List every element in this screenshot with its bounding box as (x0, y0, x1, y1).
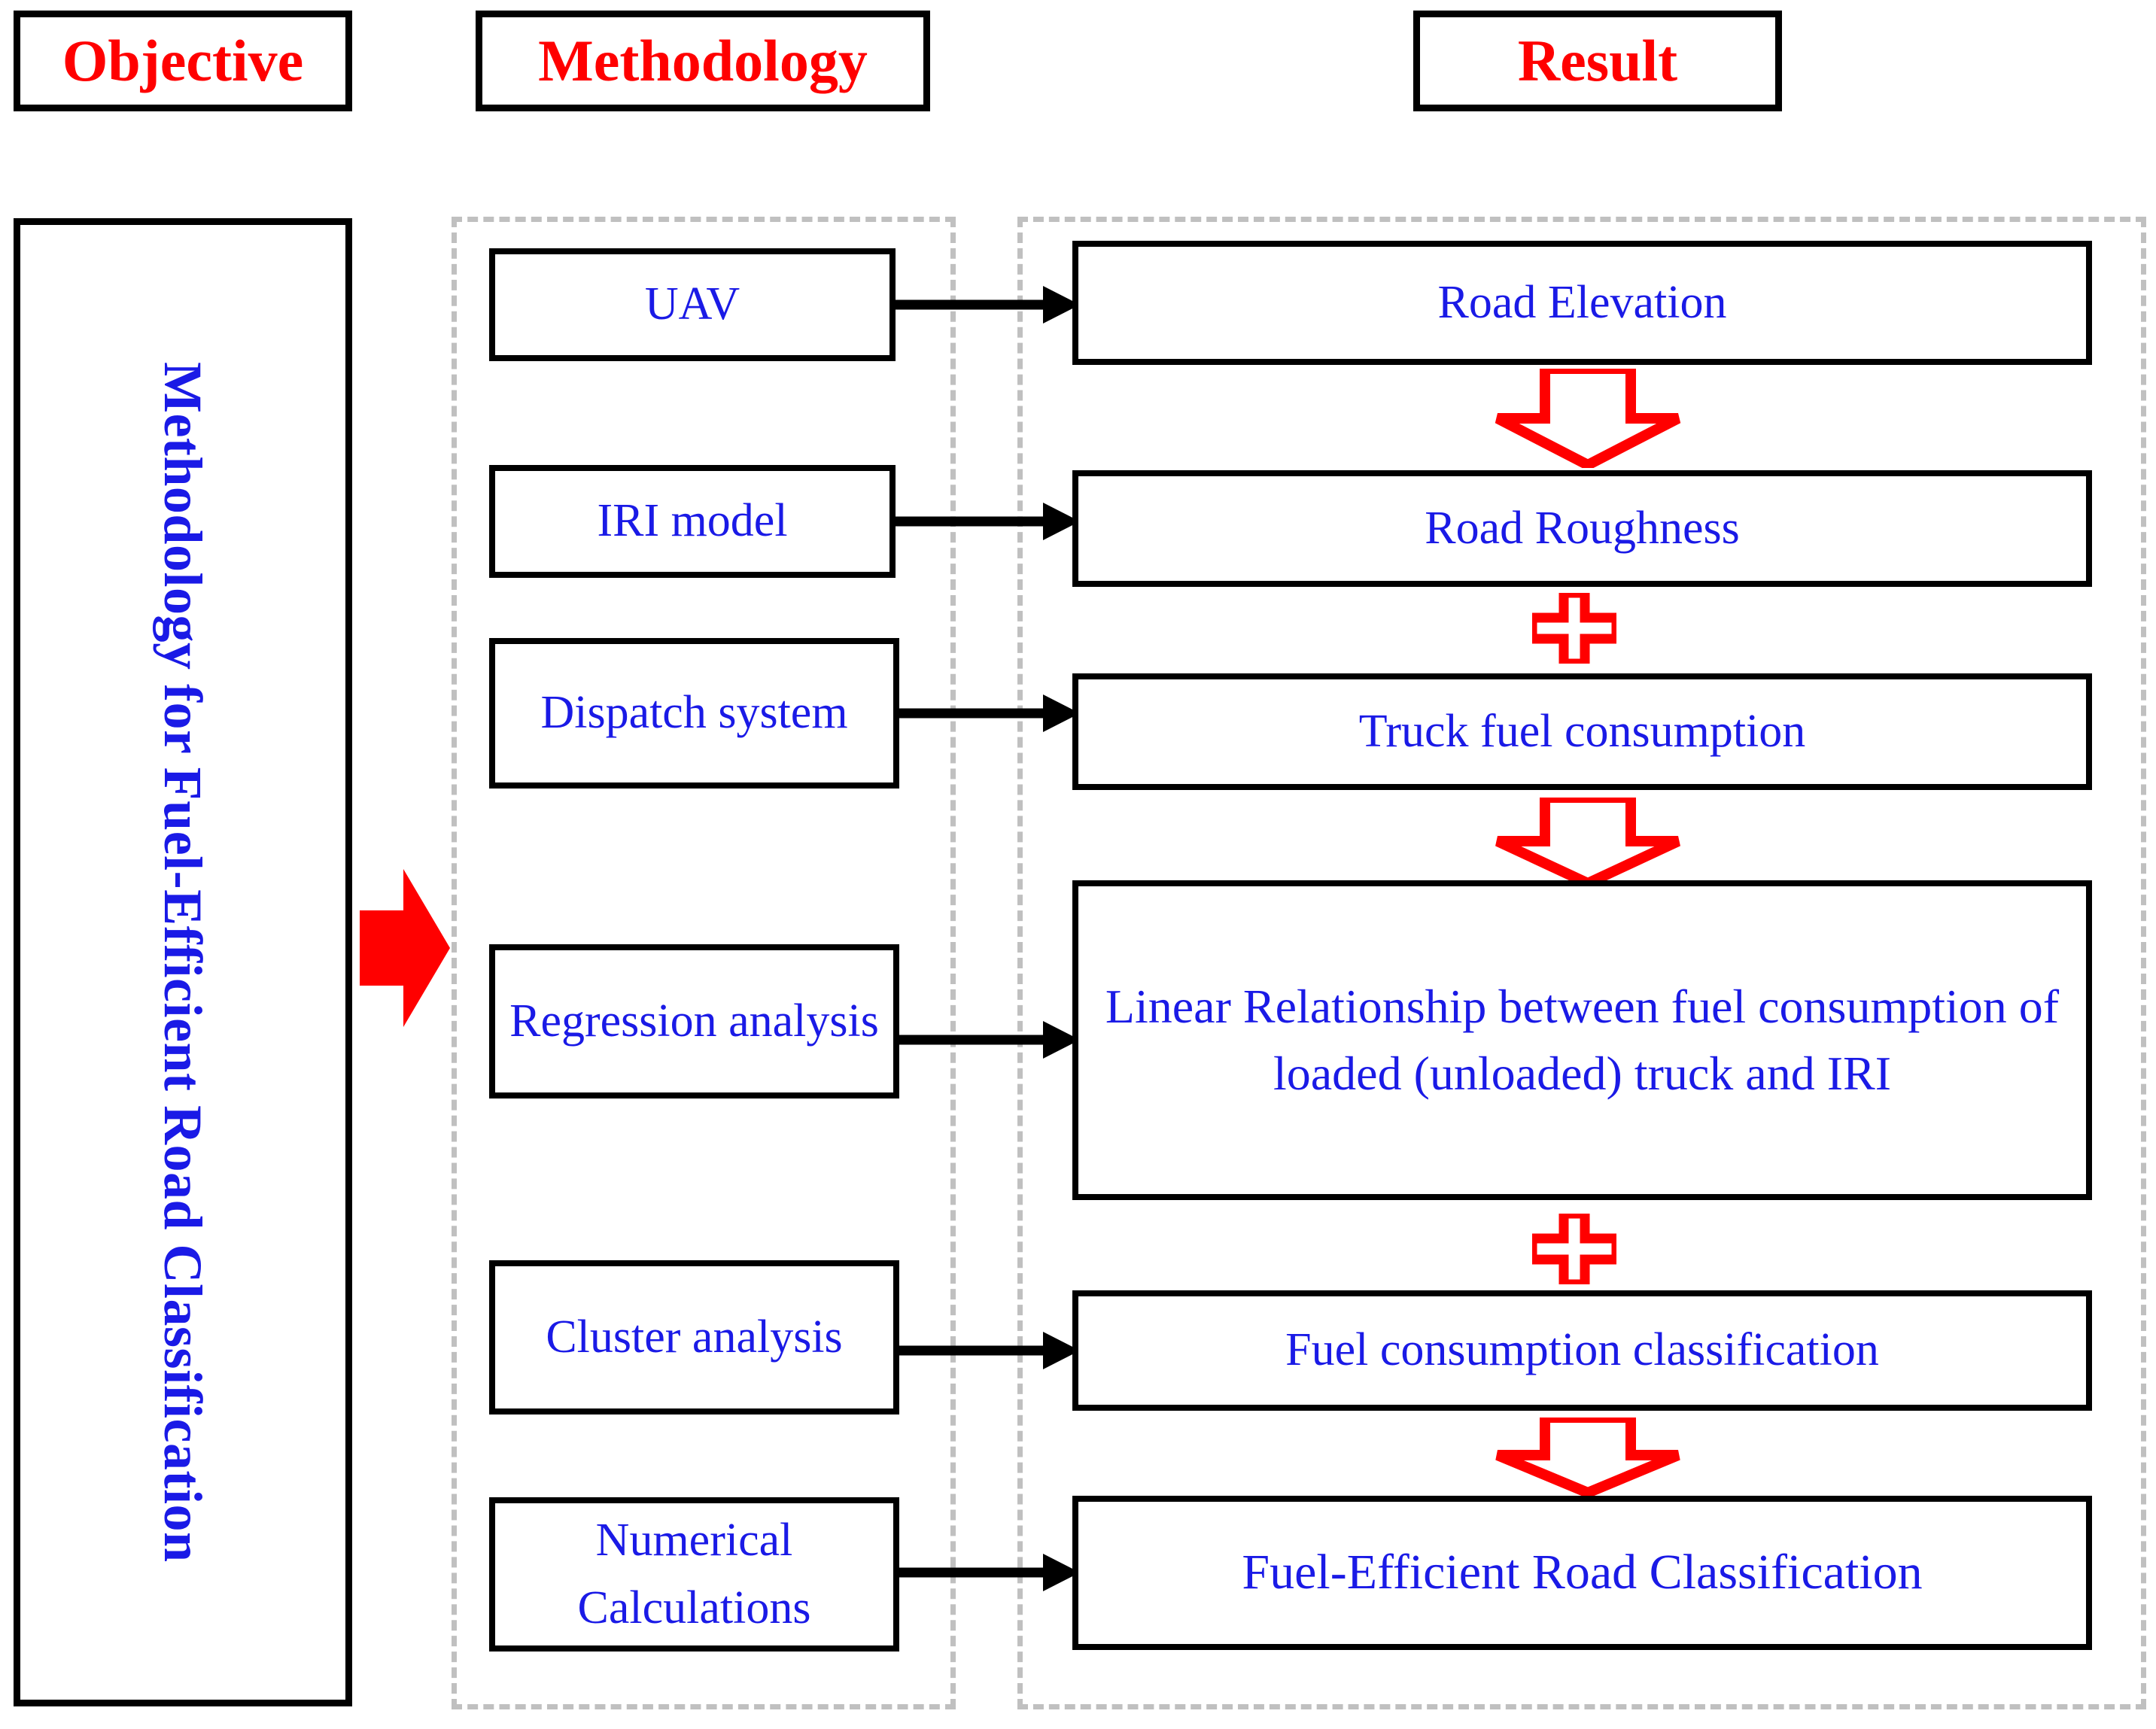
red-down-arrow-elevation-to-roughness-icon (1494, 369, 1682, 468)
header-result: Result (1413, 11, 1782, 111)
methodology-node-cluster-analysis[interactable]: Cluster analysis (489, 1260, 899, 1414)
header-result-label: Result (1517, 28, 1678, 93)
methodology-node-cluster-analysis-label: Cluster analysis (546, 1311, 843, 1363)
red-down-arrow-fuelclass-to-feroad-icon (1494, 1418, 1682, 1496)
red-plus-linear-and-fuelclass-icon (1532, 1214, 1616, 1284)
result-node-fuel-consumption-classification[interactable]: Fuel consumption classification (1072, 1290, 2092, 1411)
methodology-node-regression-analysis-label: Regression analysis (509, 995, 879, 1047)
result-node-fuel-efficient-road-classification[interactable]: Fuel-Efficient Road Classification (1072, 1496, 2092, 1650)
objective-to-methodology-arrow-icon (360, 869, 450, 1027)
red-plus-roughness-and-truckfuel-icon (1532, 593, 1616, 664)
result-node-road-elevation[interactable]: Road Elevation (1072, 241, 2092, 365)
red-down-arrow-truckfuel-to-linear-icon (1494, 798, 1682, 886)
methodology-group-container (452, 217, 956, 1709)
result-node-linear-relationship[interactable]: Linear Relationship between fuel consump… (1072, 880, 2092, 1200)
header-methodology-label: Methodology (538, 28, 868, 93)
result-node-road-roughness[interactable]: Road Roughness (1072, 470, 2092, 587)
objective-label: Methodology for Fuel-Efficient Road Clas… (153, 362, 213, 1563)
result-node-linear-relationship-label: Linear Relationship between fuel consump… (1105, 980, 2060, 1100)
methodology-node-regression-analysis[interactable]: Regression analysis (489, 944, 899, 1098)
methodology-node-uav[interactable]: UAV (489, 248, 896, 361)
methodology-node-iri-model-label: IRI model (597, 495, 788, 547)
arrow-regression-analysis-to-linear-relationship-icon (899, 1017, 1080, 1062)
arrow-cluster-analysis-to-fuel-consumption-classification-icon (899, 1328, 1080, 1373)
result-group-container (1017, 217, 2146, 1709)
methodology-node-dispatch-system[interactable]: Dispatch system (489, 638, 899, 789)
arrow-numerical-calculations-to-fuel-efficient-road-classification-icon (899, 1550, 1080, 1595)
result-node-fuel-efficient-road-classification-label: Fuel-Efficient Road Classification (1242, 1545, 1923, 1600)
arrow-dispatch-system-to-truck-fuel-consumption-icon (899, 691, 1080, 736)
result-node-fuel-consumption-classification-label: Fuel consumption classification (1285, 1324, 1879, 1376)
objective-box: Methodology for Fuel-Efficient Road Clas… (14, 218, 352, 1706)
methodology-node-numerical-calculations[interactable]: Numerical Calculations (489, 1497, 899, 1652)
arrow-uav-to-road-elevation-icon (896, 282, 1080, 327)
methodology-node-dispatch-system-label: Dispatch system (540, 687, 848, 739)
result-node-truck-fuel-consumption-label: Truck fuel consumption (1358, 705, 1806, 757)
methodology-node-iri-model[interactable]: IRI model (489, 465, 896, 578)
result-node-road-roughness-label: Road Roughness (1425, 502, 1740, 554)
header-methodology: Methodology (476, 11, 930, 111)
header-objective-label: Objective (62, 28, 304, 93)
result-node-truck-fuel-consumption[interactable]: Truck fuel consumption (1072, 673, 2092, 790)
methodology-node-uav-label: UAV (644, 278, 740, 330)
arrow-iri-model-to-road-roughness-icon (896, 499, 1080, 544)
header-objective: Objective (14, 11, 352, 111)
methodology-node-numerical-calculations-label: Numerical Calculations (577, 1514, 811, 1633)
result-node-road-elevation-label: Road Elevation (1437, 276, 1727, 328)
